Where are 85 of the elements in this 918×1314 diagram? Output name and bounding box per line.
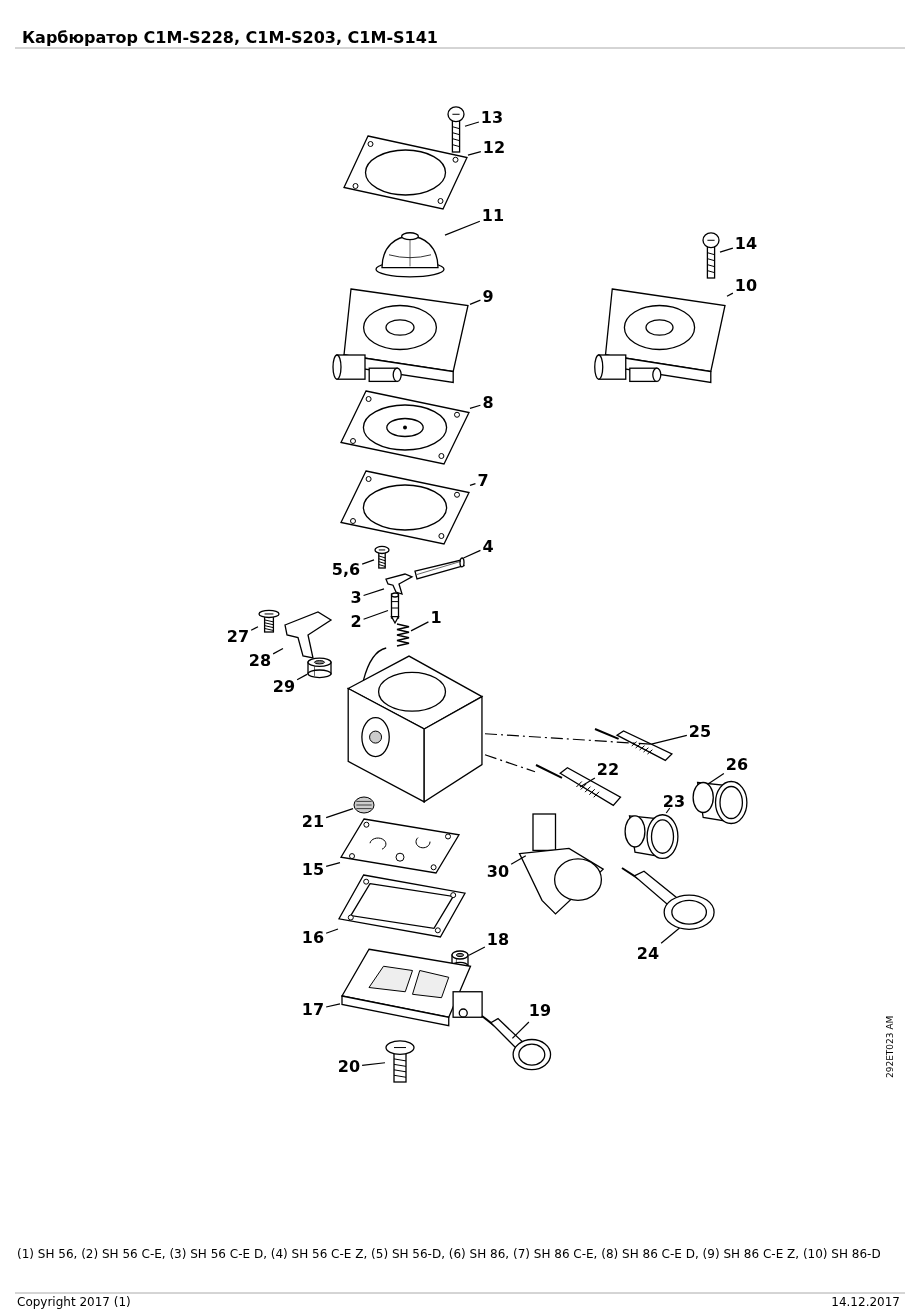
callout-number: 13 [480, 109, 504, 127]
pin-drawing [413, 558, 465, 580]
callout-number: 28 [248, 652, 272, 670]
leader-line [464, 121, 480, 127]
assembly-axis-line [484, 733, 652, 745]
screw-drawing [385, 1040, 415, 1082]
leader-line [468, 946, 486, 956]
diaphragm-drawing [340, 390, 470, 465]
callout-number: 17 [301, 1001, 325, 1019]
filter-screen-drawing [353, 796, 375, 814]
leader-line [444, 220, 481, 236]
callout-number: 16 [301, 929, 325, 947]
callout-number: 10 [734, 277, 758, 295]
adjusting-screw-drawing [594, 728, 676, 764]
gasket-drawing [340, 470, 470, 545]
callout-number: 30 [486, 863, 510, 881]
leader-line [361, 1062, 386, 1067]
leader-line [665, 807, 671, 814]
leader-line [362, 609, 389, 620]
callout-number: 11 [481, 207, 505, 225]
leader-line [462, 549, 482, 559]
inlet-needle-drawing [388, 592, 402, 624]
copyright-note: Copyright 2017 (1) [17, 1295, 131, 1309]
leader-line [361, 559, 375, 565]
leader-line [325, 928, 339, 934]
leader-line [708, 773, 725, 785]
adjusting-screw-drawing [480, 1014, 552, 1072]
leader-line [325, 861, 341, 867]
assembly-axis-line [484, 754, 536, 773]
callout-number: 1 [430, 609, 442, 627]
callout-number: 3 [350, 589, 362, 607]
callout-number: 5,6 [331, 561, 361, 579]
leader-line [250, 626, 259, 631]
title: Карбюратор C1M-S228, C1M-S203, C1M-S141 [22, 28, 438, 47]
callout-number: 8 [482, 394, 494, 412]
screw-drawing [374, 546, 390, 568]
adjusting-screw-drawing [620, 866, 716, 932]
callout-number: 14 [734, 235, 758, 253]
leader-line [726, 292, 734, 297]
leader-line [579, 777, 596, 788]
callout-number: 26 [725, 756, 749, 774]
callout-number: 20 [337, 1058, 361, 1076]
date: 14.12.2017 [831, 1295, 900, 1309]
callout-number: 7 [477, 472, 489, 490]
callout-number: 22 [596, 761, 620, 779]
leader-line [325, 1003, 341, 1008]
callout-number: 24 [636, 945, 660, 963]
callout-number: 23 [662, 793, 686, 811]
lever-drawing [384, 572, 414, 596]
screw-drawing [447, 106, 465, 152]
leader-line [467, 151, 482, 156]
spring-drawing [395, 622, 411, 648]
leader-line [325, 808, 354, 819]
footnote: (1) SH 56, (2) SH 56 C-E, (3) SH 56 C-E D, (4) SH 56 C-E Z, (5) SH 56-D, (6) SH 86, (7) SH 86 C-E, (8) SH 86 C-E D, (9) SH 86 C-E Z, (10) SH 86-D [17, 1247, 881, 1261]
lever-drawing [283, 610, 333, 660]
callout-number: 2 [350, 613, 362, 631]
leader-line [469, 299, 482, 305]
callout-number: 4 [482, 538, 494, 556]
screw-drawing [702, 232, 720, 278]
callout-number: 29 [272, 678, 296, 696]
leader-line [469, 482, 477, 487]
leader-line [469, 404, 482, 409]
leader-line [272, 647, 284, 655]
drawing-number: 292ET023 AM [885, 1015, 895, 1078]
gasket-drawing [338, 874, 466, 938]
callout-number: 25 [688, 723, 712, 741]
callout-number: 21 [301, 813, 325, 831]
leader-line [296, 673, 308, 681]
callout-number: 18 [486, 931, 510, 949]
leader-line [511, 1021, 530, 1039]
callout-number: 27 [226, 628, 250, 646]
callout-number: 19 [528, 1002, 552, 1020]
leader-line [650, 734, 688, 745]
callout-number: 12 [482, 139, 506, 157]
callout-number: 9 [482, 288, 494, 306]
leader-line [510, 855, 527, 865]
plate-drawing [340, 818, 460, 874]
gasket-drawing [343, 135, 468, 210]
callout-number: 15 [301, 861, 325, 879]
leader-line [660, 927, 681, 944]
screw-drawing [258, 610, 280, 632]
leader-line [410, 621, 430, 632]
roller-drawing [307, 657, 332, 678]
leader-line [719, 247, 734, 253]
leader-line [362, 588, 385, 597]
